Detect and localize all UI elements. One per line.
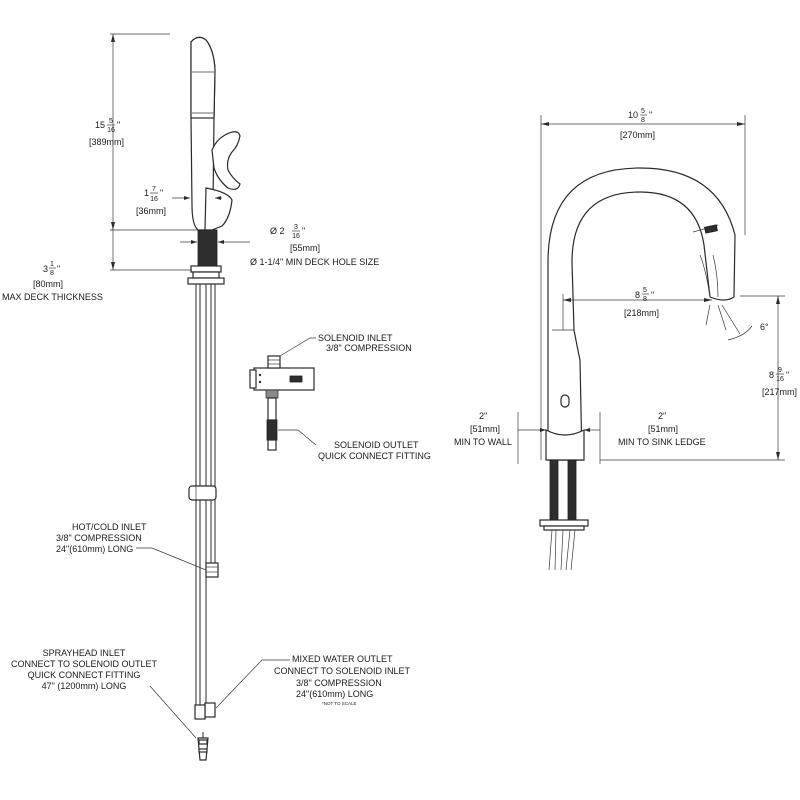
height-num: 5 xyxy=(109,118,113,125)
solenoid-inlet-line-2: 3/8" COMPRESSION xyxy=(326,343,412,353)
base-diam-in: " xyxy=(302,226,305,236)
front-view-faucet xyxy=(539,167,741,571)
reach-whole: 8 xyxy=(635,290,640,300)
height-whole: 15 xyxy=(95,120,105,130)
sprayhead-line-3: QUICK CONNECT FITTING xyxy=(28,670,141,680)
deck-num: 1 xyxy=(50,261,54,268)
ledge-clearance-dimension: 2" [51mm] MIN TO SINK LEDGE xyxy=(584,411,706,464)
wall-clearance-dimension: 2" [51mm] MIN TO WALL xyxy=(454,411,546,464)
reach-num: 5 xyxy=(643,287,647,294)
solenoid-inlet-line-1: SOLENOID INLET xyxy=(318,333,393,343)
solenoid-outlet-line-1: SOLENOID OUTLET xyxy=(334,440,419,450)
spout-num: 9 xyxy=(778,367,782,374)
wall-mm: [51mm] xyxy=(470,424,500,434)
min-deck-hole: Ø 1-1/4" MIN DECK HOLE SIZE xyxy=(250,257,379,267)
width-in: " xyxy=(649,110,652,120)
mixed-line-4: 24"(610mm) LONG xyxy=(296,689,373,699)
reach-dimension: 8 5 8 " [218mm] xyxy=(562,287,712,330)
wall-in: 2" xyxy=(479,411,487,421)
side-view-faucet xyxy=(187,36,241,761)
height-dimension: 15 5 16 " [389mm] xyxy=(89,33,198,231)
height-mm: [389mm] xyxy=(89,137,124,147)
spout-in: " xyxy=(786,370,789,380)
sprayhead-line-2: CONNECT TO SOLENOID OUTLET xyxy=(11,659,158,669)
neck-num: 7 xyxy=(152,186,156,193)
wall-caption: MIN TO WALL xyxy=(454,437,512,447)
sensor-button xyxy=(560,394,570,408)
reach-in: " xyxy=(651,290,654,300)
width-den: 8 xyxy=(641,117,645,124)
neck-whole: 1 xyxy=(144,188,149,198)
scale-note: *NOT TO SCALE xyxy=(322,701,357,706)
base-diam-num: 3 xyxy=(294,224,298,231)
shank xyxy=(197,229,218,267)
width-dimension: 10 5 8 " [270mm] xyxy=(540,108,746,460)
spout-den: 16 xyxy=(776,376,784,383)
angle-label: 6° xyxy=(760,322,769,332)
height-den: 16 xyxy=(107,127,115,134)
base-diam-prefix: Ø 2 xyxy=(270,226,285,236)
deck-thickness-dimension: 3 1 8 " [80mm] MAX DECK THICKNESS xyxy=(2,229,192,302)
solenoid-body xyxy=(253,367,315,391)
spout-height-dimension: 8 9 16 " [217mm] xyxy=(600,295,797,461)
base-diam-mm: [55mm] xyxy=(290,243,320,253)
ledge-mm: [51mm] xyxy=(648,424,678,434)
mixed-line-3: 3/8" COMPRESSION xyxy=(296,678,382,688)
height-in: " xyxy=(117,120,120,130)
deck-den: 8 xyxy=(50,270,54,277)
solenoid-outlet-line-2: QUICK CONNECT FITTING xyxy=(318,451,431,461)
reach-mm: [218mm] xyxy=(624,308,659,318)
hose-clip xyxy=(188,485,217,501)
base-diameter-dimension: Ø 2 3 16 " [55mm] Ø 1-1/4" MIN DECK HOLE… xyxy=(180,224,379,267)
ledge-in: 2" xyxy=(658,411,666,421)
spray-angle: 6° xyxy=(727,322,769,341)
deck-in: " xyxy=(57,264,60,274)
neck-dimension: 1 7 16 " [36mm] xyxy=(136,186,222,216)
neck-in: " xyxy=(160,188,163,198)
mixed-line-1: MIXED WATER OUTLET xyxy=(292,654,393,664)
deck-caption: MAX DECK THICKNESS xyxy=(2,292,103,302)
sprayhead-line-1: SPRAYHEAD INLET xyxy=(43,648,126,658)
width-mm: [270mm] xyxy=(620,130,655,140)
neck-mm: [36mm] xyxy=(136,206,166,216)
solenoid-outlet-callout: SOLENOID OUTLET QUICK CONNECT FITTING xyxy=(318,440,431,461)
sprayhead-line-4: 47" (1200mm) LONG xyxy=(42,681,127,691)
hot-cold-line-3: 24"(610mm) LONG xyxy=(56,544,133,554)
hot-cold-line-2: 3/8" COMPRESSION xyxy=(56,533,142,543)
width-num: 5 xyxy=(641,108,645,115)
spout-whole: 8 xyxy=(769,370,774,380)
neck-den: 16 xyxy=(150,196,158,203)
hot-cold-line-1: HOT/COLD INLET xyxy=(72,522,147,532)
mixed-water-callout: MIXED WATER OUTLET CONNECT TO SOLENOID I… xyxy=(215,654,411,709)
ledge-caption: MIN TO SINK LEDGE xyxy=(618,437,706,447)
spout-mm: [217mm] xyxy=(762,387,797,397)
deck-mm: [80mm] xyxy=(33,279,63,289)
solenoid-inlet-callout: SOLENOID INLET 3/8" COMPRESSION xyxy=(318,333,412,353)
base-diam-den: 16 xyxy=(292,233,300,240)
sprayhead-callout: SPRAYHEAD INLET CONNECT TO SOLENOID OUTL… xyxy=(11,648,197,739)
deck-whole: 3 xyxy=(43,264,48,274)
width-whole: 10 xyxy=(628,110,638,120)
hot-cold-callout: HOT/COLD INLET 3/8" COMPRESSION 24"(610m… xyxy=(56,522,207,571)
reach-den: 8 xyxy=(643,296,647,303)
mixed-line-2: CONNECT TO SOLENOID INLET xyxy=(274,666,411,676)
solenoid-valve xyxy=(249,337,317,451)
